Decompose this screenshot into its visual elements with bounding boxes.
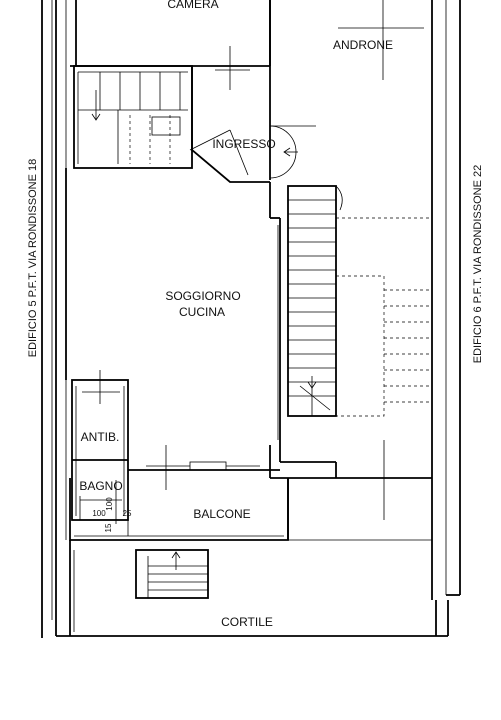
dashed-landing	[336, 217, 432, 520]
androne-walls	[269, 0, 424, 180]
room-label-balcone: BALCONE	[193, 507, 250, 521]
dimension-small-a: 25	[123, 509, 132, 518]
left-building-label: EDIFICIO 5 P.F.T. VIA RONDISSONE 18	[27, 159, 39, 357]
courtyard-boundary	[56, 478, 448, 637]
left-building-wall	[41, 0, 67, 638]
balcony-doors	[128, 445, 280, 490]
ingresso-walls	[189, 66, 316, 183]
right-building-label: EDIFICIO 6 P.F.T. VIA RONDISSONE 22	[472, 165, 484, 363]
room-label-cucina: CUCINA	[179, 305, 225, 319]
bathroom-walls	[71, 370, 129, 524]
room-label-androne: ANDRONE	[333, 38, 393, 52]
living-walls	[65, 168, 432, 479]
main-staircase	[287, 185, 343, 417]
interior-staircase	[73, 65, 193, 169]
room-label-soggiorno: SOGGIORNO	[165, 289, 240, 303]
room-label-ingresso: INGRESSO	[212, 137, 275, 151]
dimension-height: 100	[105, 497, 114, 511]
dimension-small-b: 15	[104, 523, 113, 532]
room-label-cortile: CORTILE	[221, 615, 273, 629]
room-label-bagno: BAGNO	[79, 479, 122, 493]
courtyard-steps	[135, 549, 209, 599]
room-label-antibagno: ANTIB.	[81, 430, 120, 444]
dimension-width: 100	[92, 509, 106, 518]
right-building-wall	[431, 0, 461, 636]
room-label-camera: CAMERA	[167, 0, 218, 11]
